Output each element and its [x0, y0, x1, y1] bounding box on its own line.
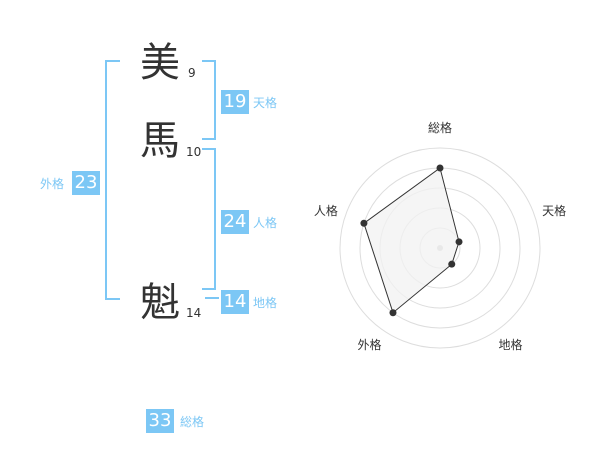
tenkaku-value: 19 — [221, 90, 249, 114]
chikaku-value: 14 — [221, 290, 249, 314]
chikaku-label: 地格 — [253, 296, 278, 310]
kanji-strokes-2: 10 — [186, 145, 202, 159]
kanji-char-2: 馬 — [140, 118, 180, 164]
radar-ring — [339, 147, 541, 349]
soukaku-value: 33 — [146, 409, 174, 433]
radar-point — [455, 238, 463, 246]
radar-axis-label: 天格 — [542, 203, 566, 218]
tenkaku-bracket — [202, 60, 216, 140]
tenkaku-label: 天格 — [253, 96, 278, 110]
jinkaku-bracket — [202, 148, 216, 290]
radar-points — [360, 164, 463, 317]
radar-shape — [363, 167, 460, 314]
gaikaku-bracket — [105, 60, 120, 300]
chikaku-connector — [205, 297, 219, 299]
radar-axis-label: 人格 — [314, 203, 338, 218]
gaikaku-label: 外格 — [40, 177, 65, 191]
soukaku-label: 総格 — [180, 415, 205, 429]
jinkaku-value: 24 — [221, 210, 249, 234]
gaikaku-value: 23 — [72, 171, 100, 195]
radar-axis-label: 総格 — [428, 120, 452, 135]
radar-point — [389, 309, 397, 317]
jinkaku-label: 人格 — [253, 216, 278, 230]
radar-point — [448, 260, 456, 268]
kanji-strokes-1: 9 — [188, 66, 196, 80]
radar-axis-label: 外格 — [357, 337, 381, 352]
radar-axis-label: 地格 — [499, 337, 523, 352]
radar-point — [436, 164, 444, 172]
radar-point — [360, 219, 368, 227]
kanji-strokes-3: 14 — [186, 306, 202, 320]
kanji-char-3: 魁 — [140, 280, 180, 326]
kanji-char-1: 美 — [140, 40, 180, 86]
